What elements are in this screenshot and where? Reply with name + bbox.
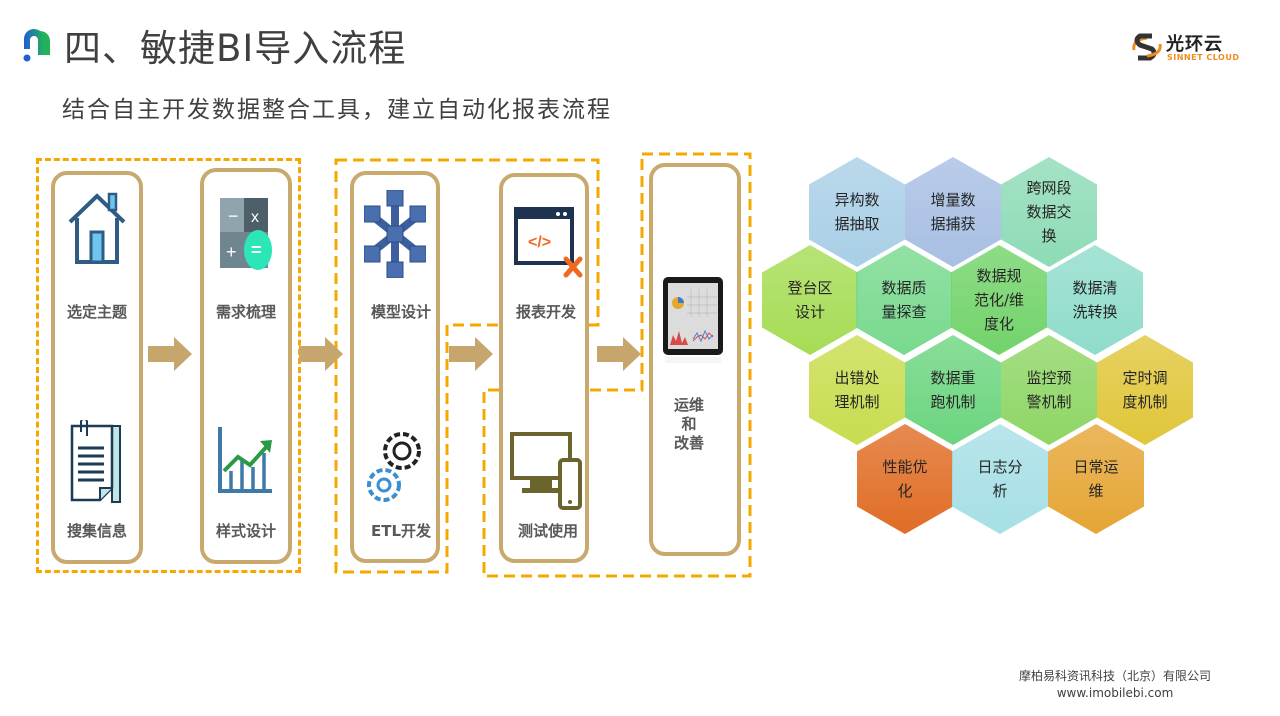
- hexagon-label: 登台区 设计: [787, 279, 833, 321]
- hexagon-item: 数据清 洗转换: [1047, 245, 1143, 355]
- hexagon-item: 监控预 警机制: [1001, 335, 1097, 445]
- document-icon: [70, 420, 121, 503]
- step-label: 测试使用: [517, 522, 578, 540]
- step-label: 运维 和 改善: [673, 396, 704, 452]
- website-link[interactable]: www.imobilebi.com: [1056, 686, 1174, 700]
- svg-text:</>: </>: [528, 234, 551, 251]
- hexagon-label: 数据重 跑机制: [930, 369, 976, 411]
- page-subtitle: 结合自主开发数据整合工具，建立自动化报表流程: [62, 97, 612, 123]
- hexagon-label: 数据质 量探查: [881, 279, 927, 321]
- arrow-right-icon: [148, 337, 192, 371]
- sinnet-logo-icon: [1132, 33, 1162, 61]
- hexagon-item: 数据规 范化/维 度化: [951, 245, 1047, 355]
- hexagon-item: 登台区 设计: [762, 245, 858, 355]
- brand-name-en: SINNET CLOUD: [1167, 53, 1240, 62]
- imobile-logo-icon: [23, 29, 50, 62]
- hexagon-label: 日志分 析: [977, 458, 1023, 500]
- tablet-icon: [663, 277, 723, 363]
- step-label: 模型设计: [370, 303, 431, 321]
- step-label: 报表开发: [515, 303, 576, 321]
- monitor-phone-icon: [510, 432, 582, 510]
- bar-chart-icon: [218, 427, 272, 493]
- company-name: 摩柏易科资讯科技（北京）有限公司: [1018, 669, 1211, 683]
- hexagon-item: 出错处 理机制: [809, 335, 905, 445]
- hexagon-label: 出错处 理机制: [834, 369, 880, 411]
- svg-text:x: x: [251, 209, 259, 226]
- svg-text:=: =: [251, 240, 262, 260]
- calculator-icon: − x + =: [220, 198, 272, 270]
- page-title: 四、敏捷BI导入流程: [64, 27, 407, 70]
- brand-name-cn: 光环云: [1166, 34, 1223, 55]
- step-label: 选定主题: [66, 303, 127, 321]
- arrow-right-icon: [597, 337, 641, 371]
- hexagon-label: 日常运 维: [1073, 458, 1119, 500]
- hexagon-item: 数据质 量探查: [856, 245, 952, 355]
- hexagon-label: 增量数 据捕获: [930, 191, 976, 233]
- step-label: 需求梳理: [215, 303, 276, 321]
- svg-text:+: +: [226, 242, 237, 262]
- hexagon-label: 跨网段 数据交 换: [1026, 179, 1072, 245]
- hexagon-label: 异构数 据抽取: [834, 191, 880, 233]
- step-label: 搜集信息: [66, 522, 127, 540]
- step-label: 样式设计: [215, 522, 276, 540]
- hexagon-item: 数据重 跑机制: [905, 335, 1001, 445]
- house-icon: [68, 192, 126, 264]
- hexagon-label: 数据清 洗转换: [1072, 279, 1118, 321]
- hexagon-label: 数据规 范化/维 度化: [973, 267, 1025, 333]
- arrow-right-icon: [449, 337, 493, 371]
- gears-icon: [367, 432, 421, 502]
- hexagon-label: 定时调 度机制: [1122, 369, 1168, 411]
- hexagon-label: 监控预 警机制: [1026, 369, 1072, 411]
- hexagon-item: 定时调 度机制: [1097, 335, 1193, 445]
- step-label: ETL开发: [370, 522, 432, 540]
- snowflake-cubes-icon: [364, 190, 426, 278]
- footer: 摩柏易科资讯科技（北京）有限公司 www.imobilebi.com: [1000, 668, 1230, 702]
- hexagon-label: 性能优 化: [882, 458, 928, 500]
- brand-logo: 光环云 SINNET CLOUD: [1130, 30, 1240, 66]
- code-window-icon: </>: [514, 207, 583, 278]
- svg-text:−: −: [228, 206, 239, 226]
- group-outline-1: [36, 158, 301, 573]
- arrow-right-icon: [299, 337, 343, 371]
